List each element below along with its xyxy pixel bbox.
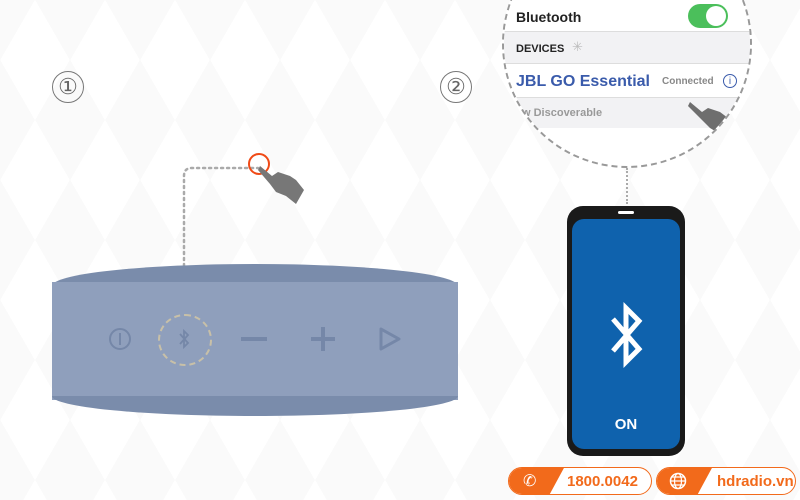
loading-spinner-icon: ✳	[572, 39, 583, 54]
bluetooth-status: ON	[614, 416, 638, 433]
bluetooth-toggle[interactable]	[688, 4, 728, 28]
hotline-number: 1800.0042	[567, 473, 638, 490]
phone-speaker-slot	[618, 211, 634, 214]
bluetooth-label: Bluetooth	[516, 9, 582, 25]
website-badge[interactable]: hdradio.vn	[656, 467, 796, 495]
plus-icon[interactable]	[310, 326, 336, 352]
dotted-connector	[626, 168, 628, 204]
device-status: Connected	[662, 76, 714, 87]
globe-icon	[669, 472, 687, 490]
jbl-speaker	[52, 264, 458, 416]
pointing-hand-icon	[688, 102, 730, 134]
bluetooth-button-highlight	[158, 314, 212, 366]
minus-icon[interactable]	[241, 337, 267, 341]
phone-icon: ✆	[523, 473, 537, 490]
step-1-badge: ①	[52, 71, 84, 103]
smartphone: ON	[567, 206, 685, 456]
pointing-hand-icon	[258, 166, 304, 204]
devices-header: DEVICES	[516, 43, 565, 55]
settings-magnifier: Bluetooth DEVICES ✳ JBL GO Essential Con…	[502, 0, 752, 168]
step-2-badge: ②	[440, 71, 472, 103]
discoverable-text: w Discoverable	[522, 107, 603, 119]
website-url: hdradio.vn	[717, 473, 794, 490]
info-icon[interactable]: i	[723, 74, 737, 88]
tap-target-icon	[248, 153, 270, 175]
device-row[interactable]: JBL GO Essential Connected i	[504, 64, 750, 98]
dotted-connector	[182, 166, 260, 320]
power-icon[interactable]	[108, 327, 132, 351]
phone-screen: ON	[572, 219, 680, 449]
hotline-badge[interactable]: ✆ 1800.0042	[508, 467, 652, 495]
device-name: JBL GO Essential	[516, 73, 650, 90]
bluetooth-row: Bluetooth	[504, 0, 750, 32]
play-icon[interactable]	[378, 326, 402, 352]
bluetooth-icon[interactable]	[178, 328, 190, 350]
bluetooth-icon	[611, 301, 643, 369]
devices-header-row: DEVICES ✳	[504, 32, 750, 64]
